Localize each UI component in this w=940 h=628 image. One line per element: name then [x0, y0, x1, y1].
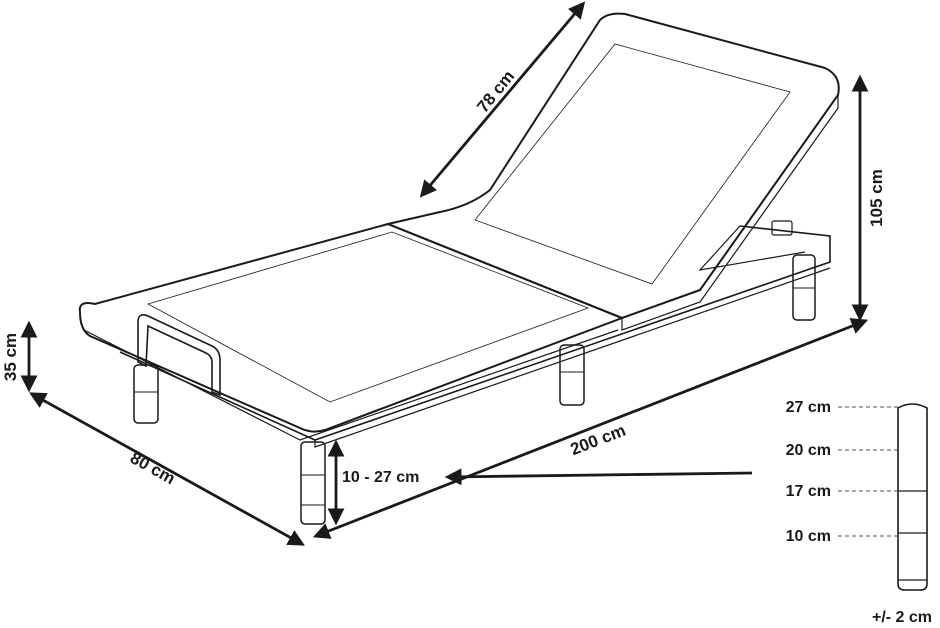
total-height-label: 105 cm — [867, 169, 886, 227]
dimension-labels: 78 cm 105 cm 35 cm 80 cm 200 cm 10 - 27 … — [1, 67, 886, 488]
frame-height-label: 35 cm — [1, 333, 20, 381]
bed-leg-front-left — [133, 364, 159, 424]
width-dimension-arrow — [29, 392, 305, 546]
side-handle — [137, 314, 221, 397]
scale-level-17: 17 cm — [786, 483, 831, 500]
scale-level-20: 20 cm — [786, 442, 831, 459]
length-dimension-arrow — [312, 318, 869, 539]
backrest-dimension-arrow — [419, 1, 586, 198]
leg-callout-arrow — [444, 468, 753, 486]
width-label: 80 cm — [127, 448, 178, 488]
scale-tolerance: +/- 2 cm — [872, 609, 932, 626]
adjustable-bed-illustration — [78, 12, 840, 525]
leg-height-scale: 27 cm 20 cm 17 cm 10 cm +/- 2 cm — [786, 399, 932, 626]
bed-leg-front-right — [300, 441, 326, 525]
scale-level-10: 10 cm — [786, 528, 831, 545]
dimension-arrows — [20, 1, 869, 546]
bed-leg-back-right — [792, 254, 816, 321]
scale-level-27: 27 cm — [786, 399, 831, 416]
leg-profile — [897, 403, 928, 591]
leg-height-label: 10 - 27 cm — [342, 469, 419, 486]
